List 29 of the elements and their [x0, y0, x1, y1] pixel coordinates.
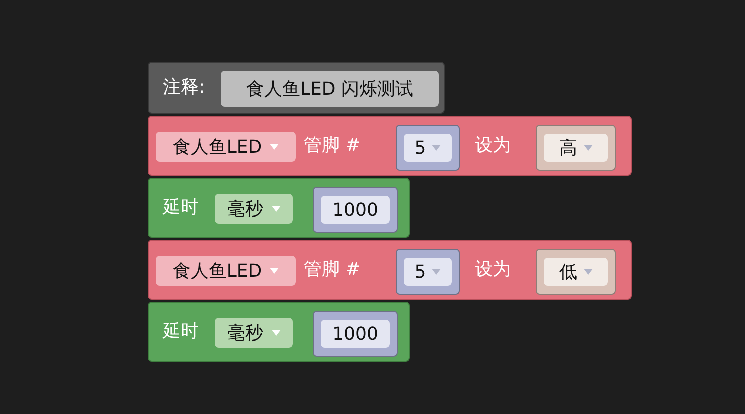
- block-label: 延时: [163, 196, 199, 220]
- number-field: 1000: [321, 320, 390, 348]
- value-socket: [536, 125, 616, 171]
- block-label: 设为: [475, 134, 511, 158]
- value-socket: [396, 249, 460, 295]
- code-block: [148, 178, 410, 238]
- value-dropdown: 高: [544, 134, 608, 162]
- value-socket: [313, 311, 398, 357]
- value-socket: [536, 249, 616, 295]
- code-block: [148, 116, 632, 176]
- comment-field: 食人鱼LED 闪烁测试: [221, 71, 439, 107]
- dropdown: 食人鱼LED: [156, 132, 296, 162]
- code-block: [148, 62, 445, 114]
- block-label: 注释:: [163, 76, 206, 100]
- code-block: [148, 240, 632, 300]
- block-label: 管脚 #: [304, 258, 361, 282]
- number-field: 1000: [321, 196, 390, 224]
- dropdown: 食人鱼LED: [156, 256, 296, 286]
- value-dropdown: 5: [404, 134, 452, 162]
- value-dropdown: 5: [404, 258, 452, 286]
- block-label: 管脚 #: [304, 134, 361, 158]
- code-block: [148, 302, 410, 362]
- value-socket: [313, 187, 398, 233]
- value-dropdown: 低: [544, 258, 608, 286]
- dropdown: 毫秒: [215, 194, 293, 224]
- value-socket: [396, 125, 460, 171]
- block-label: 延时: [163, 320, 199, 344]
- block-label: 设为: [475, 258, 511, 282]
- dropdown: 毫秒: [215, 318, 293, 348]
